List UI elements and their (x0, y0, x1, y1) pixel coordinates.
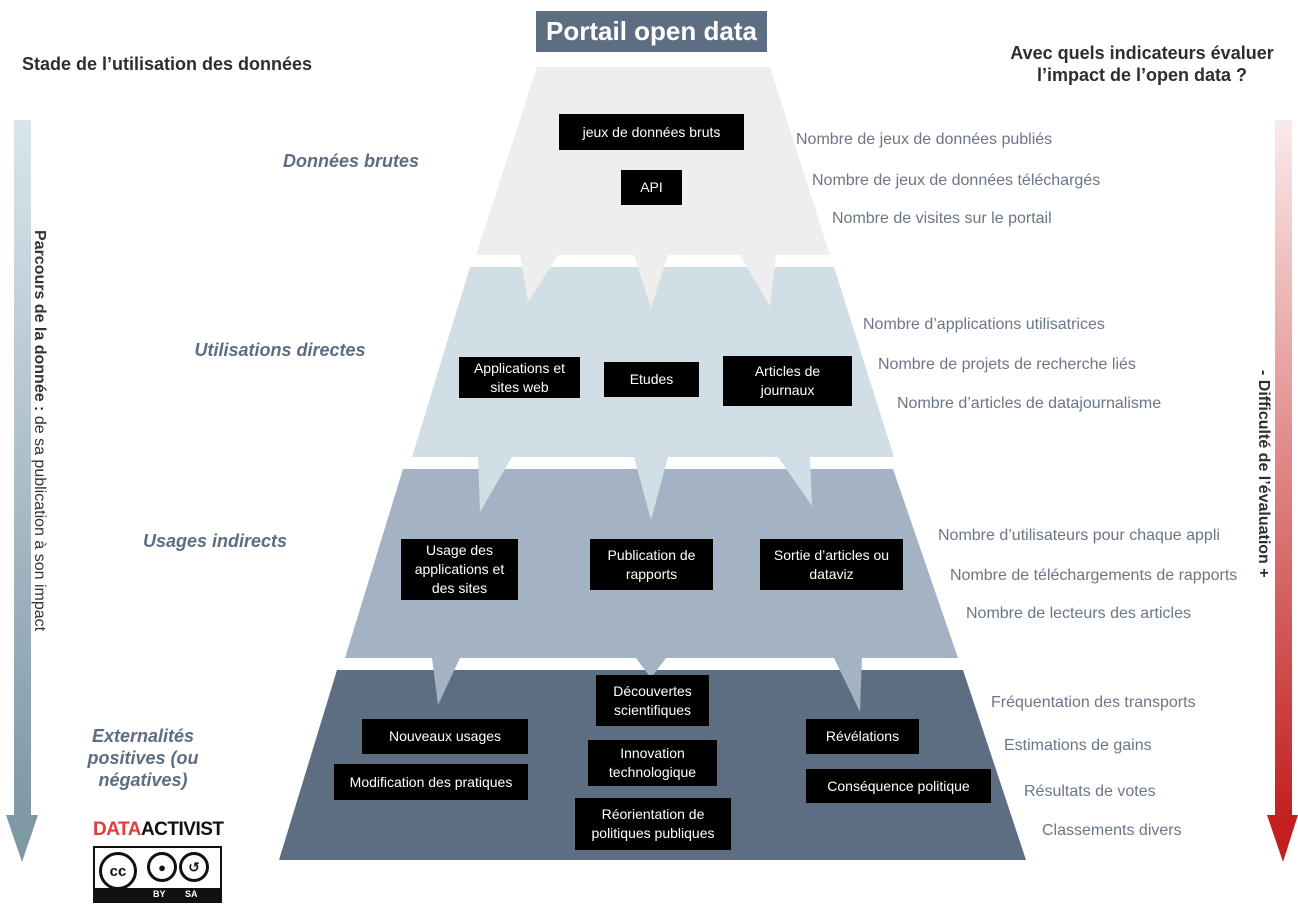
box-consequence-politique: Conséquence politique (806, 769, 991, 803)
left-axis-rest: de sa publication à son impact (31, 411, 48, 632)
sa-tag: SA (185, 889, 198, 899)
flow-arrow (834, 658, 862, 712)
indicator: Fréquentation des transports (991, 694, 1196, 711)
left-axis-label: Parcours de la donnée : de sa publicatio… (30, 230, 48, 631)
sa-icon: ↺ (179, 852, 209, 882)
left-axis-bold: Parcours de la donnée : (31, 230, 48, 412)
box-articles-de-journaux: Articles de journaux (723, 356, 852, 406)
indicator: Nombre de jeux de données téléchargés (812, 172, 1101, 189)
indicator: Nombre de téléchargements de rapports (950, 567, 1238, 584)
indicator: Nombre de visites sur le portail (832, 210, 1052, 227)
box-usage-applications: Usage des applications et des sites (401, 539, 518, 600)
box-api: API (621, 170, 682, 205)
right-difficulty-arrow (1267, 120, 1298, 862)
box-applications-sites-web: Applications et sites web (459, 357, 580, 398)
flow-arrow (778, 457, 812, 506)
indicator: Résultats de votes (1024, 783, 1156, 800)
box-etudes: Etudes (604, 362, 699, 397)
box-innovation-technologique: Innovation technologique (588, 740, 717, 786)
left-heading: Stade de l’utilisation des données (22, 54, 313, 74)
flow-arrow (636, 658, 666, 678)
cc-icon: cc (99, 852, 137, 890)
indicator: Nombre d’applications utilisatrices (863, 316, 1105, 333)
box-revelations: Révélations (806, 719, 919, 754)
indicator: Nombre de jeux de données publiés (796, 131, 1053, 148)
stage-label-externalites: Externalités positives (ou négatives) (87, 726, 199, 790)
stage-label-usages-indirects: Usages indirects (142, 531, 288, 551)
portal-title: Portail open data (536, 11, 767, 52)
right-axis-label: - Difficulté de l’évaluation + (1255, 370, 1272, 578)
indicator: Nombre de projets de recherche liés (878, 356, 1136, 373)
box-modification-pratiques: Modification des pratiques (334, 764, 528, 800)
stage-label-utilisations-directes: Utilisations directes (194, 340, 366, 360)
box-reorientation-politiques: Réorientation de politiques publiques (575, 798, 731, 850)
indicator: Nombre de lecteurs des articles (966, 605, 1191, 622)
indicator: Nombre d’articles de datajournalisme (897, 395, 1162, 412)
flow-arrow (478, 457, 512, 512)
stage-label-donnees-brutes: Données brutes (282, 151, 420, 171)
indicator: Classements divers (1042, 822, 1182, 839)
box-nouveaux-usages: Nouveaux usages (362, 719, 528, 754)
box-jeux-de-donnees-bruts: jeux de données bruts (559, 114, 744, 150)
flow-arrow (432, 658, 460, 705)
left-progress-arrow (6, 120, 38, 862)
indicator: Estimations de gains (1004, 737, 1152, 754)
flow-arrow (634, 457, 668, 520)
flow-arrow (520, 255, 558, 302)
datactivist-logo: DATAACTIVIST (93, 819, 224, 840)
by-tag: BY (153, 889, 166, 899)
box-decouvertes-scientifiques: Découvertes scientifiques (596, 675, 709, 726)
flow-arrow (740, 255, 776, 306)
by-icon: ● (147, 852, 177, 882)
indicator: Nombre d’utilisateurs pour chaque appli (938, 527, 1220, 544)
cc-badge-band (95, 888, 220, 901)
box-sortie-articles: Sortie d’articles ou dataviz (760, 539, 903, 590)
cc-by-sa-badge: cc ● ↺ BY SA (93, 846, 222, 903)
flow-arrow (634, 255, 668, 308)
right-heading: Avec quels indicateurs évaluer l’impact … (1010, 43, 1274, 85)
box-publication-rapports: Publication de rapports (590, 539, 713, 590)
